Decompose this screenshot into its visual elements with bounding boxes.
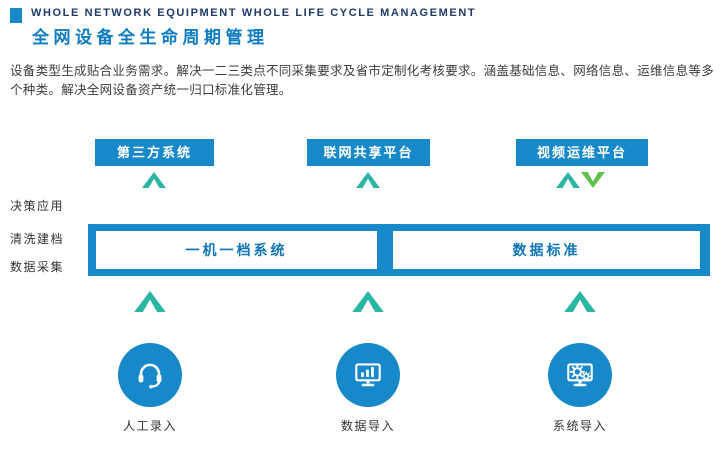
system-import-circle bbox=[548, 343, 612, 407]
chevron-up-icon bbox=[356, 172, 380, 188]
english-title: WHOLE NETWORK EQUIPMENT WHOLE LIFE CYCLE… bbox=[31, 7, 477, 19]
data-import-circle bbox=[336, 343, 400, 407]
chevron-up-icon bbox=[556, 172, 580, 188]
manual-entry-circle bbox=[118, 343, 182, 407]
label-system-import: 系统导入 bbox=[552, 419, 607, 433]
chevron-up-icon bbox=[134, 291, 166, 312]
headset-icon bbox=[138, 363, 162, 389]
chevron-up-icon bbox=[352, 291, 384, 312]
side-label-data-collection: 数据采集 bbox=[10, 260, 65, 274]
box-one-device-one-file-system: 一机一档系统 bbox=[96, 231, 377, 269]
side-label-decision-application: 决策应用 bbox=[10, 199, 65, 213]
box-data-standard: 数据标准 bbox=[393, 231, 700, 269]
description-text: 设备类型生成贴合业务需求。解决一二三类点不同采集要求及省市定制化考核要求。涵盖基… bbox=[10, 64, 715, 97]
side-label-cleansing-filing: 清洗建档 bbox=[10, 232, 65, 246]
monitor-gear-icon bbox=[567, 363, 593, 387]
chinese-title: 全网设备全生命周期管理 bbox=[32, 28, 269, 47]
chevron-up-icon bbox=[142, 172, 166, 188]
label-data-import: 数据导入 bbox=[340, 419, 395, 433]
box-network-sharing-platform: 联网共享平台 bbox=[307, 139, 430, 166]
chevron-up-icon bbox=[564, 291, 596, 312]
label-manual-entry: 人工录入 bbox=[122, 419, 177, 433]
box-third-party-system: 第三方系统 bbox=[95, 139, 214, 166]
box-video-ops-platform: 视频运维平台 bbox=[516, 139, 648, 166]
title-marker bbox=[10, 8, 22, 23]
monitor-chart-icon bbox=[355, 363, 381, 387]
chevron-down-icon bbox=[581, 172, 605, 188]
